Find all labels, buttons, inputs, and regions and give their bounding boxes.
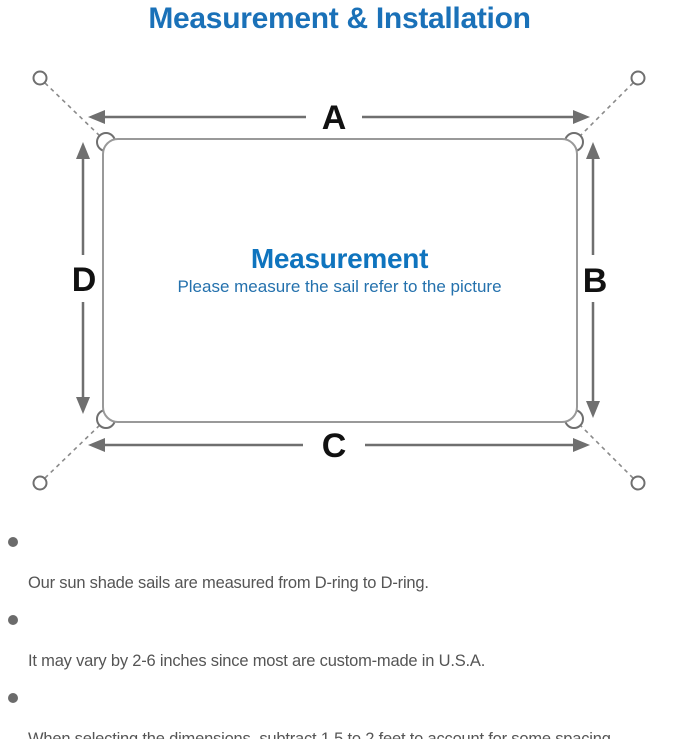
dimension-arrow-up-icon	[76, 142, 90, 159]
dimension-arrow-down-icon	[586, 401, 600, 418]
bullet-icon	[8, 693, 18, 703]
dimension-label-d: D	[72, 261, 97, 299]
dimension-arrow-down-icon	[76, 397, 90, 414]
dimension-arrow-right-icon	[573, 110, 590, 124]
rope-dashed-line-bottom-right	[577, 422, 634, 479]
rope-dashed-line-top-left	[44, 82, 103, 139]
dimension-label-c: C	[322, 427, 347, 465]
note-text: When selecting the dimensions, subtract …	[28, 730, 611, 739]
list-item: When selecting the dimensions, subtract …	[8, 687, 674, 739]
measurement-diagram: A C D B	[32, 70, 646, 491]
dimension-label-a: A	[322, 99, 347, 137]
dimension-arrow-right-icon	[573, 438, 590, 452]
anchor-point-icon-top-left	[32, 70, 48, 86]
dimension-arrow-left-icon	[88, 438, 105, 452]
dimension-arrow-up-icon	[586, 142, 600, 159]
dimension-c	[88, 438, 590, 452]
note-text: Our sun shade sails are measured from D-…	[28, 574, 429, 592]
dimension-a	[88, 110, 590, 124]
list-item: Our sun shade sails are measured from D-…	[8, 531, 674, 594]
page-title: Measurement & Installation	[148, 2, 531, 35]
bullet-icon	[8, 537, 18, 547]
anchor-point-icon-bottom-left	[32, 475, 48, 491]
rope-dashed-line-top-right	[577, 82, 634, 139]
dimension-label-b: B	[583, 262, 608, 300]
list-item: It may vary by 2-6 inches since most are…	[8, 609, 674, 672]
note-text: It may vary by 2-6 inches since most are…	[28, 652, 486, 670]
rope-dashed-line-bottom-left	[44, 422, 103, 479]
notes-list: Our sun shade sails are measured from D-…	[8, 531, 674, 739]
anchor-point-icon-bottom-right	[630, 475, 646, 491]
sail-center-title: Measurement	[250, 243, 429, 274]
dimension-arrow-left-icon	[88, 110, 105, 124]
dimension-d	[76, 142, 90, 414]
anchor-point-icon-top-right	[630, 70, 646, 86]
sail-outline	[102, 138, 578, 423]
sail-center-subtitle: Please measure the sail refer to the pic…	[177, 277, 502, 296]
bullet-icon	[8, 615, 18, 625]
dimension-b	[586, 142, 600, 418]
